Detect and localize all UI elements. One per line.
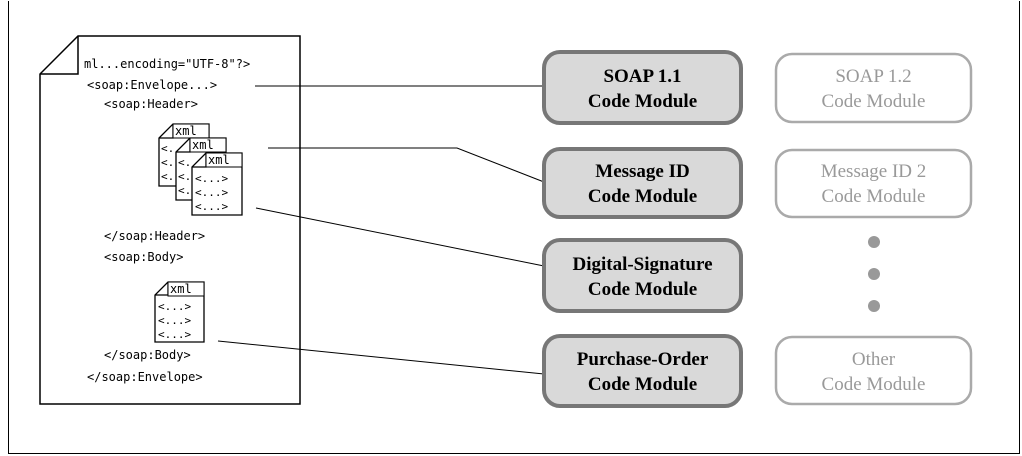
- element-marker: <...>: [158, 300, 191, 313]
- module-subtitle: Code Module: [822, 91, 926, 112]
- element-marker: <...>: [158, 314, 191, 327]
- module-subtitle: Code Module: [588, 91, 697, 112]
- body-block: xml <...> <...> <...>: [154, 281, 205, 343]
- module-purchase-order: Purchase-Order Code Module: [542, 334, 743, 408]
- module-soap-1-2: SOAP 1.2 Code Module: [774, 52, 973, 124]
- body-open-tag: <soap:Body>: [104, 250, 183, 264]
- module-soap-1-1: SOAP 1.1 Code Module: [542, 50, 743, 125]
- xml-declaration: ml...encoding="UTF-8"?>: [84, 57, 250, 71]
- soap-message-document: [39, 35, 301, 405]
- module-title: SOAP 1.2: [835, 66, 911, 87]
- body-close-tag: </soap:Body>: [104, 348, 191, 362]
- ellipsis-dot: [868, 236, 880, 248]
- module-message-id-2: Message ID 2 Code Module: [774, 148, 973, 219]
- ellipsis-dot: [868, 268, 880, 280]
- element-marker: <...>: [195, 200, 228, 213]
- module-title: Message ID 2: [821, 161, 927, 182]
- module-subtitle: Code Module: [588, 374, 697, 395]
- envelope-open-tag: <soap:Envelope...>: [87, 78, 217, 92]
- ellipsis-dot: [868, 300, 880, 312]
- header-open-tag: <soap:Header>: [104, 97, 198, 111]
- module-subtitle: Code Module: [822, 186, 926, 207]
- document-fold-corner: [40, 36, 79, 75]
- module-title: Digital-Signature: [572, 254, 712, 275]
- xml-badge-label: xml: [192, 138, 214, 152]
- header-close-tag: </soap:Header>: [104, 229, 205, 243]
- element-marker: <...>: [158, 328, 191, 341]
- envelope-close-tag: </soap:Envelope>: [87, 370, 203, 384]
- module-subtitle: Code Module: [588, 186, 697, 207]
- xml-badge-label: xml: [175, 124, 197, 138]
- module-digital-signature: Digital-Signature Code Module: [542, 238, 743, 313]
- module-title: Purchase-Order: [577, 349, 709, 370]
- module-subtitle: Code Module: [588, 279, 697, 300]
- module-title: Other: [852, 349, 896, 370]
- module-subtitle: Code Module: [822, 374, 926, 395]
- header-block-3: xml <...> <...> <...>: [191, 152, 243, 216]
- xml-badge-label: xml: [208, 153, 230, 167]
- diagram-frame: [8, 1, 1020, 454]
- element-marker: <...>: [195, 172, 228, 185]
- module-title: Message ID: [595, 161, 689, 182]
- module-other: Other Code Module: [774, 335, 973, 406]
- connector-header-to-digital-signature: [255, 207, 545, 267]
- module-message-id: Message ID Code Module: [542, 147, 743, 219]
- xml-badge-label: xml: [170, 282, 192, 296]
- connector-body-to-purchase-order: [217, 340, 545, 375]
- element-marker: <...>: [195, 186, 228, 199]
- more-modules-ellipsis: [868, 236, 880, 312]
- module-title: SOAP 1.1: [603, 66, 681, 87]
- connector-header-to-message-id: [268, 147, 545, 183]
